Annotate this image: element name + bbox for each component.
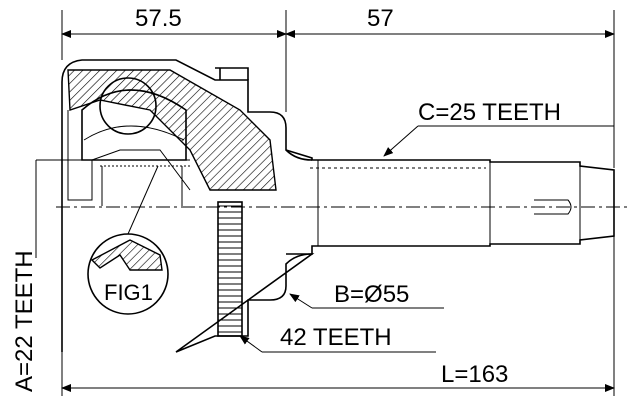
callout-c-leader xyxy=(383,125,419,157)
shaft-outline xyxy=(285,149,615,255)
total-length-label: L=163 xyxy=(441,361,508,388)
output-shaft xyxy=(285,149,615,255)
bearing-cage xyxy=(81,89,187,161)
abs-teeth-label: 42 TEETH xyxy=(280,324,392,351)
housing-outline xyxy=(61,59,315,353)
callout-inner-spline: A=22 TEETH xyxy=(11,250,38,392)
abs-ring-teeth xyxy=(218,205,242,333)
housing-flange xyxy=(215,67,249,80)
bottom-dimension: L=163 xyxy=(61,236,615,396)
top-dimensions: 57.5 57 xyxy=(61,5,615,168)
fig1-leader xyxy=(127,165,159,235)
callout-b-leader xyxy=(289,293,313,309)
shaft-spline-label: C=25 TEETH xyxy=(418,99,561,126)
ball-bearing xyxy=(99,77,157,135)
abs-tone-ring xyxy=(217,201,243,337)
thread-groove xyxy=(534,199,572,215)
callout-shaft-spline: C=25 TEETH xyxy=(383,99,614,157)
inner-race-curve xyxy=(83,125,185,141)
dimension-left-label: 57.5 xyxy=(135,5,182,32)
dimension-right-label: 57 xyxy=(367,5,394,32)
diameter-label: B=Ø55 xyxy=(334,281,409,308)
outer-race-housing xyxy=(35,59,315,353)
fig1-section-hatch xyxy=(90,239,163,271)
callout-abs-leader xyxy=(239,335,263,353)
abs-ring-body xyxy=(217,201,243,337)
fig1-label: FIG1 xyxy=(104,280,153,305)
callout-abs-teeth: 42 TEETH xyxy=(239,324,436,353)
fig1-detail: FIG1 xyxy=(87,165,169,315)
inner-spline-label: A=22 TEETH xyxy=(11,250,38,392)
callout-diameter: B=Ø55 xyxy=(289,281,444,309)
housing-section-hatch xyxy=(67,69,277,191)
